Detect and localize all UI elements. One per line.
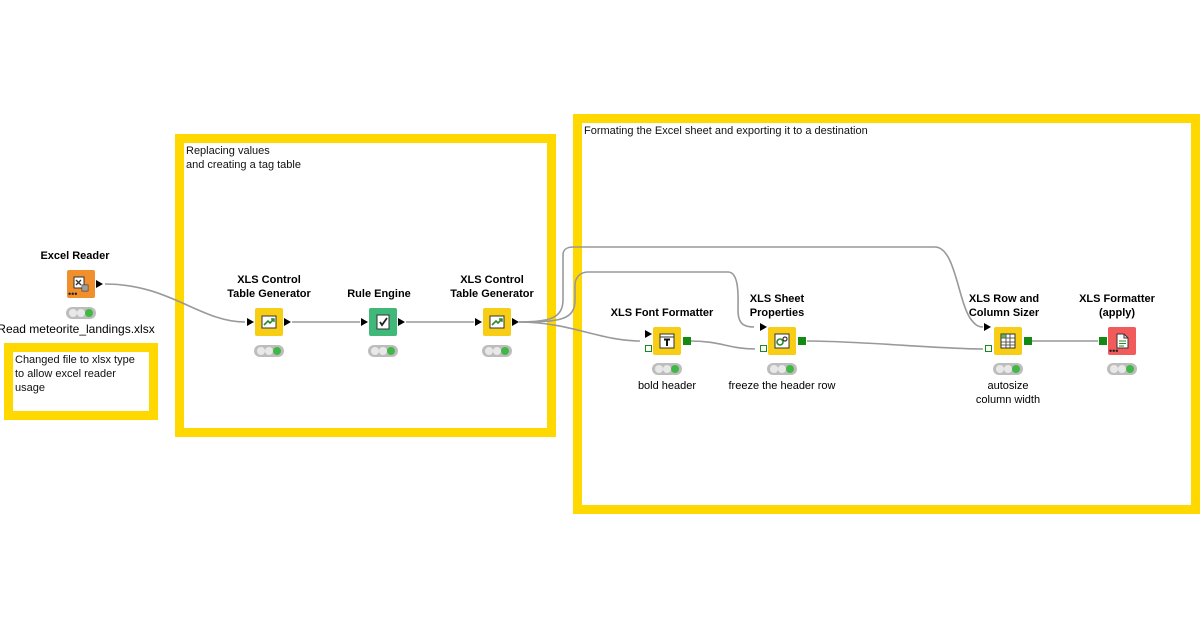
excel-reader-icon <box>73 276 89 292</box>
status-indicator <box>652 363 682 375</box>
annotation-replacing-values[interactable]: Replacing values and creating a tag tabl… <box>175 134 556 437</box>
font-formatter-icon <box>659 333 675 349</box>
connection-excel-reader-to-ctg1 <box>104 283 246 323</box>
annotation-formatting-export[interactable]: Formating the Excel sheet and exporting … <box>573 114 1200 514</box>
table-generator-icon <box>489 315 505 329</box>
dots-icon: ••• <box>68 289 78 299</box>
row-column-sizer-icon <box>1000 333 1016 349</box>
node-title-formatter-apply: XLS Formatter (apply) <box>1079 293 1155 319</box>
node-title-excel-reader: Excel Reader <box>40 250 110 262</box>
sheet-properties-icon <box>774 333 790 349</box>
node-label-row-column-sizer: autosize column width <box>975 380 1041 406</box>
connection-sheet-properties-to-row-column-sizer <box>806 340 984 350</box>
input-port[interactable] <box>361 318 368 326</box>
node-sheet-properties[interactable] <box>768 327 796 355</box>
output-port[interactable] <box>683 337 691 345</box>
status-indicator <box>1107 363 1137 375</box>
node-formatter-apply[interactable]: ••• <box>1108 327 1136 356</box>
status-indicator <box>254 345 284 357</box>
node-title-xls-ctg1: XLS Control Table Generator <box>227 274 311 300</box>
input-port[interactable] <box>1099 337 1107 345</box>
output-port[interactable] <box>96 280 103 288</box>
status-indicator <box>482 345 512 357</box>
rule-engine-icon <box>376 314 390 330</box>
status-indicator <box>767 363 797 375</box>
input-port[interactable] <box>247 318 254 326</box>
input-port[interactable] <box>475 318 482 326</box>
input-port[interactable] <box>760 323 767 331</box>
formatter-apply-icon <box>1116 333 1129 349</box>
node-xls-ctg2[interactable] <box>483 308 511 336</box>
output-port[interactable] <box>798 337 806 345</box>
input-port[interactable] <box>985 345 992 352</box>
connection-ctg2-to-sheet-properties <box>518 271 755 328</box>
status-indicator <box>993 363 1023 375</box>
connection-ctg2-to-row-column-sizer <box>518 246 984 328</box>
node-font-formatter[interactable] <box>653 327 681 355</box>
node-excel-reader[interactable]: ••• <box>67 270 95 299</box>
annotation-text: Changed file to xlsx type to allow excel… <box>15 354 135 394</box>
input-port[interactable] <box>645 345 652 352</box>
connection-font-to-sheet-properties <box>690 340 756 350</box>
node-title-row-column-sizer: XLS Row and Column Sizer <box>968 293 1040 319</box>
node-row-column-sizer[interactable] <box>994 327 1022 355</box>
node-rule-engine[interactable] <box>369 308 397 336</box>
input-port[interactable] <box>760 345 767 352</box>
annotation-text: Replacing values and creating a tag tabl… <box>186 145 301 171</box>
status-indicator <box>66 307 96 319</box>
node-label-font-formatter: bold header <box>637 380 697 392</box>
status-indicator <box>368 345 398 357</box>
output-port[interactable] <box>512 318 519 326</box>
output-port[interactable] <box>1024 337 1032 345</box>
node-title-font-formatter: XLS Font Formatter <box>610 307 714 319</box>
node-title-rule-engine: Rule Engine <box>347 288 411 300</box>
node-label-excel-reader: Read meteorite_landings.xlsx <box>0 322 155 336</box>
output-port[interactable] <box>398 318 405 326</box>
output-port[interactable] <box>284 318 291 326</box>
input-port[interactable] <box>984 323 991 331</box>
annotation-file-type[interactable]: Changed file to xlsx type to allow excel… <box>4 343 158 420</box>
node-title-sheet-properties: XLS Sheet Properties <box>749 293 805 319</box>
node-title-xls-ctg2: XLS Control Table Generator <box>450 274 534 300</box>
connection-ctg2-to-font-formatter <box>518 321 641 342</box>
node-xls-ctg1[interactable] <box>255 308 283 336</box>
input-port[interactable] <box>645 330 652 338</box>
dots-icon: ••• <box>1109 346 1119 356</box>
node-label-sheet-properties: freeze the header row <box>728 380 836 392</box>
table-generator-icon <box>261 315 277 329</box>
annotation-text: Formating the Excel sheet and exporting … <box>584 125 868 137</box>
